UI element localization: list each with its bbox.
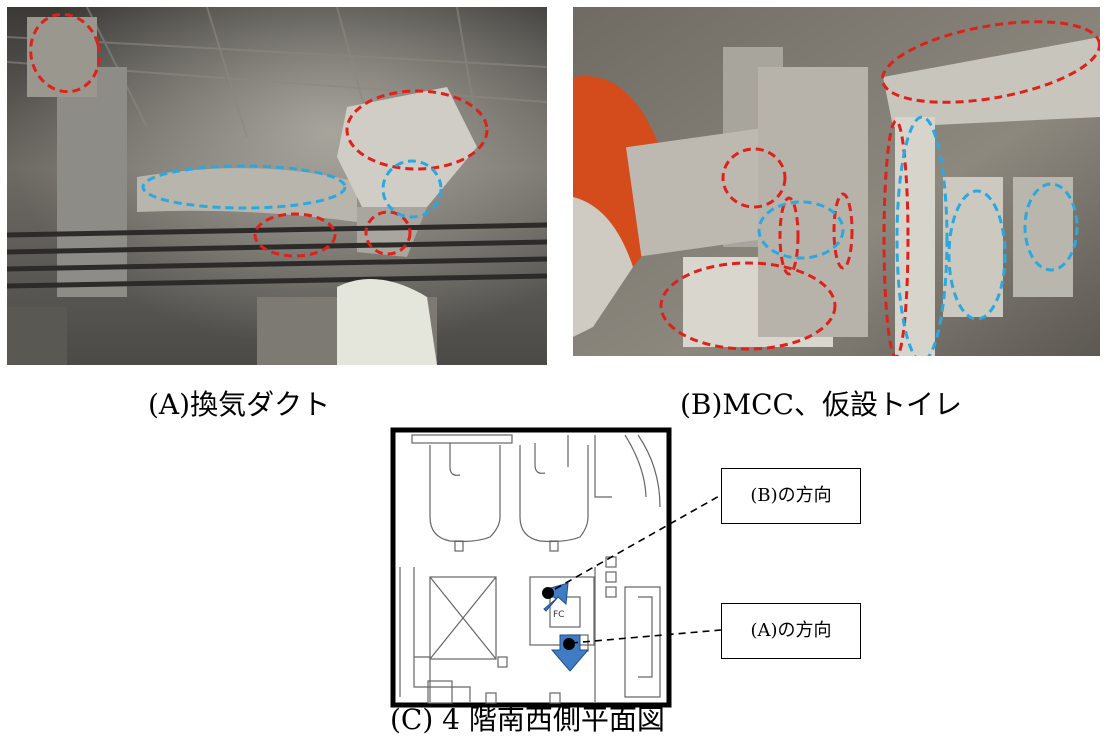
photo-a-image xyxy=(7,7,547,365)
floor-plan: FC xyxy=(390,427,672,708)
floor-plan-caption: (C) 4 階南西側平面図 xyxy=(390,703,665,736)
direction-a-origin-dot xyxy=(563,638,575,650)
photo-b-image xyxy=(573,7,1100,356)
callout-direction-b: (B)の方向 xyxy=(721,468,861,524)
photo-a-caption: (A)換気ダクト xyxy=(148,388,331,421)
photo-mcc-temporary-toilet xyxy=(573,7,1100,356)
direction-b-origin-dot xyxy=(542,587,554,599)
photo-ventilation-duct xyxy=(7,7,547,365)
floor-plan-drawing: FC xyxy=(390,427,672,708)
photo-b-caption: (B)MCC、仮設トイレ xyxy=(680,388,962,421)
callout-direction-a: (A)の方向 xyxy=(721,603,861,659)
plan-room-label: FC xyxy=(553,610,564,620)
